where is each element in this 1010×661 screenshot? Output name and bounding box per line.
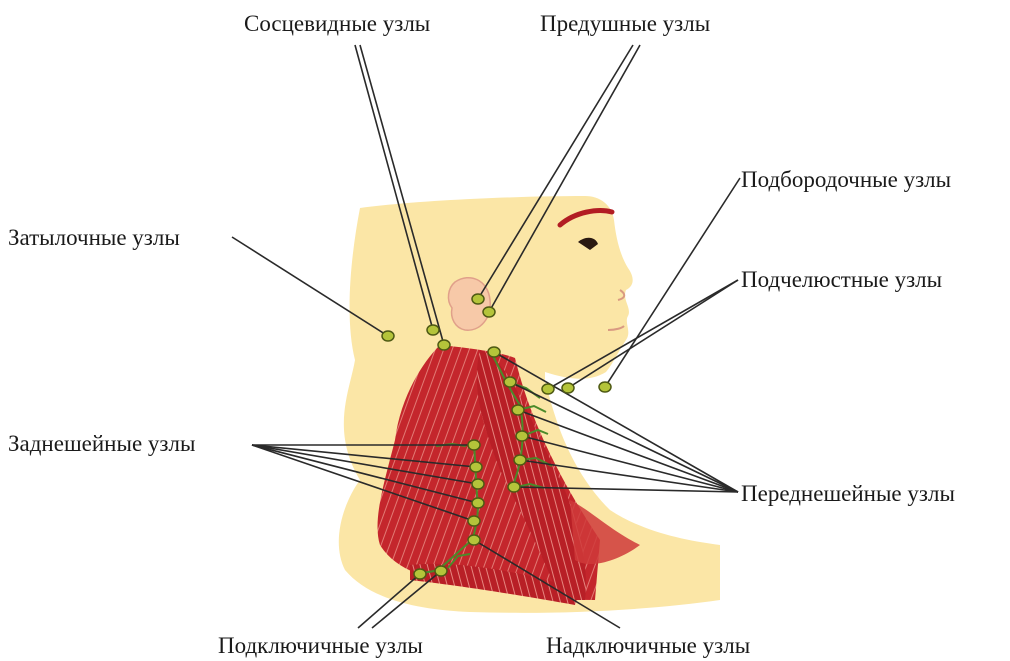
label-preauricular-nodes: Предушные узлы bbox=[540, 12, 710, 35]
label-occipital-nodes: Затылочные узлы bbox=[8, 226, 180, 249]
lymph-node bbox=[438, 340, 450, 350]
lymph-node bbox=[435, 566, 447, 576]
lymph-node bbox=[514, 455, 526, 465]
lymph-node bbox=[472, 498, 484, 508]
lymph-node bbox=[414, 569, 426, 579]
lymph-node bbox=[468, 535, 480, 545]
lymph-node bbox=[504, 377, 516, 387]
lymph-node bbox=[512, 405, 524, 415]
lymph-node bbox=[427, 325, 439, 335]
label-submandibular-nodes: Подчелюстные узлы bbox=[741, 268, 942, 291]
lymph-node bbox=[599, 382, 611, 392]
ear bbox=[448, 278, 490, 330]
lymph-node bbox=[508, 482, 520, 492]
lymph-node bbox=[468, 440, 480, 450]
lymph-node bbox=[516, 431, 528, 441]
label-supraclavicular-nodes: Надключичные узлы bbox=[546, 634, 750, 657]
lymph-node bbox=[470, 462, 482, 472]
label-submental-nodes: Подбородочные узлы bbox=[741, 168, 951, 191]
lymph-node bbox=[468, 516, 480, 526]
lymph-node bbox=[472, 294, 484, 304]
label-anterior-cervical-nodes: Переднешейные узлы bbox=[741, 482, 955, 505]
lymph-node bbox=[562, 383, 574, 393]
lymph-node bbox=[542, 384, 554, 394]
lymph-node bbox=[488, 347, 500, 357]
label-posterior-cervical-nodes: Заднешейные узлы bbox=[8, 432, 195, 455]
label-mastoid-nodes: Сосцевидные узлы bbox=[244, 12, 430, 35]
label-subclavian-nodes: Подключичные узлы bbox=[218, 634, 423, 657]
lymph-node bbox=[483, 307, 495, 317]
lymph-node bbox=[472, 479, 484, 489]
lymph-node bbox=[382, 331, 394, 341]
